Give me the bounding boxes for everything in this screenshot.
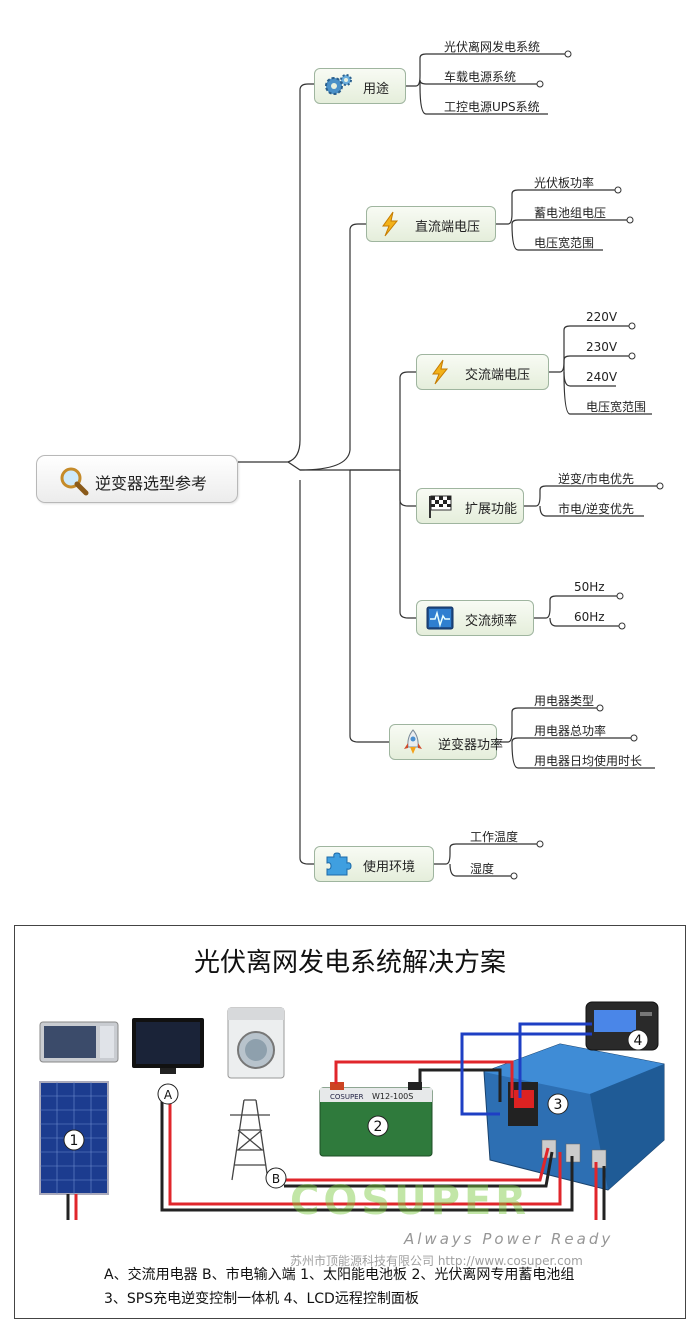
svg-text:4: 4 bbox=[634, 1033, 643, 1049]
washing-machine-illustration bbox=[227, 1007, 285, 1079]
leaf-230v[interactable]: 230V bbox=[586, 340, 618, 354]
legend-line-1: A、交流用电器 B、市电输入端 1、太阳能电池板 2、光伏离网专用蓄电池组 bbox=[104, 1267, 575, 1283]
branch-ac-frequency[interactable]: 交流频率 bbox=[416, 600, 534, 636]
puzzle-piece-icon bbox=[326, 852, 352, 876]
leaf-vehicle-power[interactable]: 车载电源系统 bbox=[444, 70, 517, 84]
wire-red-battery bbox=[334, 1060, 514, 1098]
leaf-wide-voltage-ac[interactable]: 电压宽范围 bbox=[586, 400, 647, 414]
branch-environment[interactable]: 使用环境 bbox=[314, 846, 434, 882]
root-topic-label: 逆变器选型参考 bbox=[95, 474, 208, 493]
watermark-company: 苏州市顶能源科技有限公司 http://www.cosuper.com bbox=[290, 1254, 583, 1268]
wire-red-solar bbox=[74, 1162, 598, 1220]
leaf-220v[interactable]: 220V bbox=[586, 310, 618, 324]
branch-label: 交流端电压 bbox=[465, 368, 531, 383]
branch-usage[interactable]: 用途 bbox=[314, 68, 406, 104]
leaf-grid-priority[interactable]: 市电/逆变优先 bbox=[558, 502, 635, 516]
checkered-flag-icon bbox=[429, 495, 452, 518]
wire-red-grid bbox=[284, 1147, 550, 1182]
marker-b: B bbox=[265, 1167, 287, 1189]
root-topic[interactable]: 逆变器选型参考 bbox=[36, 455, 238, 503]
marker-4: 4 bbox=[627, 1029, 649, 1051]
watermark-logo: COSUPER bbox=[290, 1178, 531, 1224]
branch-label: 用途 bbox=[363, 82, 390, 97]
marker-a: A bbox=[157, 1083, 179, 1105]
leaf-humidity[interactable]: 湿度 bbox=[470, 862, 495, 876]
battery-model: W12-100S bbox=[372, 1092, 413, 1101]
lightning-icon bbox=[432, 359, 449, 385]
leaf-60hz[interactable]: 60Hz bbox=[574, 610, 605, 624]
branch-label: 交流频率 bbox=[465, 614, 518, 629]
branch-ac-voltage[interactable]: 交流端电压 bbox=[416, 354, 549, 390]
leaf-inverter-priority[interactable]: 逆变/市电优先 bbox=[558, 472, 635, 486]
branch-extended-functions[interactable]: 扩展功能 bbox=[416, 488, 524, 524]
leaf-240v[interactable]: 240V bbox=[586, 370, 618, 384]
battery-brand: COSUPER bbox=[330, 1093, 364, 1101]
solar-panel-illustration bbox=[39, 1081, 109, 1195]
solution-title: 光伏离网发电系统解决方案 bbox=[193, 948, 506, 978]
branch-label: 使用环境 bbox=[363, 860, 416, 875]
branch-dc-voltage[interactable]: 直流端电压 bbox=[366, 206, 496, 242]
wire-black-solar bbox=[66, 1166, 606, 1220]
leaf-ups[interactable]: 工控电源UPS系统 bbox=[444, 100, 540, 114]
leaf-pv-offgrid[interactable]: 光伏离网发电系统 bbox=[444, 40, 541, 54]
microwave-illustration bbox=[39, 1021, 119, 1063]
wire-red-ac bbox=[168, 1088, 562, 1206]
system-diagram: COSUPER W12-100S 1 2 3 4 A B bbox=[39, 1001, 665, 1220]
leaf-appliance-type[interactable]: 用电器类型 bbox=[534, 694, 595, 708]
marker-2: 2 bbox=[367, 1115, 389, 1137]
svg-text:1: 1 bbox=[70, 1133, 79, 1149]
svg-text:3: 3 bbox=[554, 1097, 563, 1113]
lightning-icon bbox=[382, 211, 399, 237]
marker-1: 1 bbox=[63, 1129, 85, 1151]
leaf-appliance-total-power[interactable]: 用电器总功率 bbox=[534, 724, 607, 738]
rocket-icon bbox=[404, 729, 422, 754]
tv-illustration bbox=[132, 1018, 204, 1074]
wire-black-grid bbox=[284, 1151, 554, 1188]
leaf-operating-temperature[interactable]: 工作温度 bbox=[470, 830, 519, 844]
wire-black-ac bbox=[160, 1088, 574, 1212]
branch-label: 直流端电压 bbox=[415, 220, 481, 235]
leaf-wide-voltage-dc[interactable]: 电压宽范围 bbox=[534, 236, 595, 250]
leaf-50hz[interactable]: 50Hz bbox=[574, 580, 605, 594]
legend-line-2: 3、SPS充电逆变控制一体机 4、LCD远程控制面板 bbox=[104, 1291, 419, 1307]
leaf-pv-power[interactable]: 光伏板功率 bbox=[534, 176, 595, 190]
gear-icon bbox=[325, 74, 352, 95]
svg-text:B: B bbox=[272, 1172, 280, 1186]
solution-frame bbox=[14, 925, 686, 1319]
mindmap-connectors bbox=[238, 50, 664, 880]
svg-text:A: A bbox=[164, 1088, 173, 1102]
leaf-battery-voltage[interactable]: 蓄电池组电压 bbox=[534, 206, 607, 220]
wire-blue-lcd-2 bbox=[460, 1032, 592, 1116]
wire-blue-lcd bbox=[518, 1022, 592, 1098]
magnifier-icon bbox=[60, 467, 89, 496]
watermark-tagline: Always Power Ready bbox=[404, 1230, 614, 1248]
branch-label: 扩展功能 bbox=[465, 502, 518, 517]
wire-black-battery bbox=[418, 1068, 502, 1102]
waveform-monitor-icon bbox=[426, 606, 454, 630]
marker-3: 3 bbox=[547, 1093, 569, 1115]
leaf-daily-usage-hours[interactable]: 用电器日均使用时长 bbox=[534, 754, 643, 768]
svg-text:2: 2 bbox=[374, 1119, 383, 1135]
branch-label: 逆变器功率 bbox=[438, 738, 504, 753]
branch-inverter-power[interactable]: 逆变器功率 bbox=[389, 724, 503, 760]
power-pylon-illustration bbox=[230, 1099, 270, 1181]
